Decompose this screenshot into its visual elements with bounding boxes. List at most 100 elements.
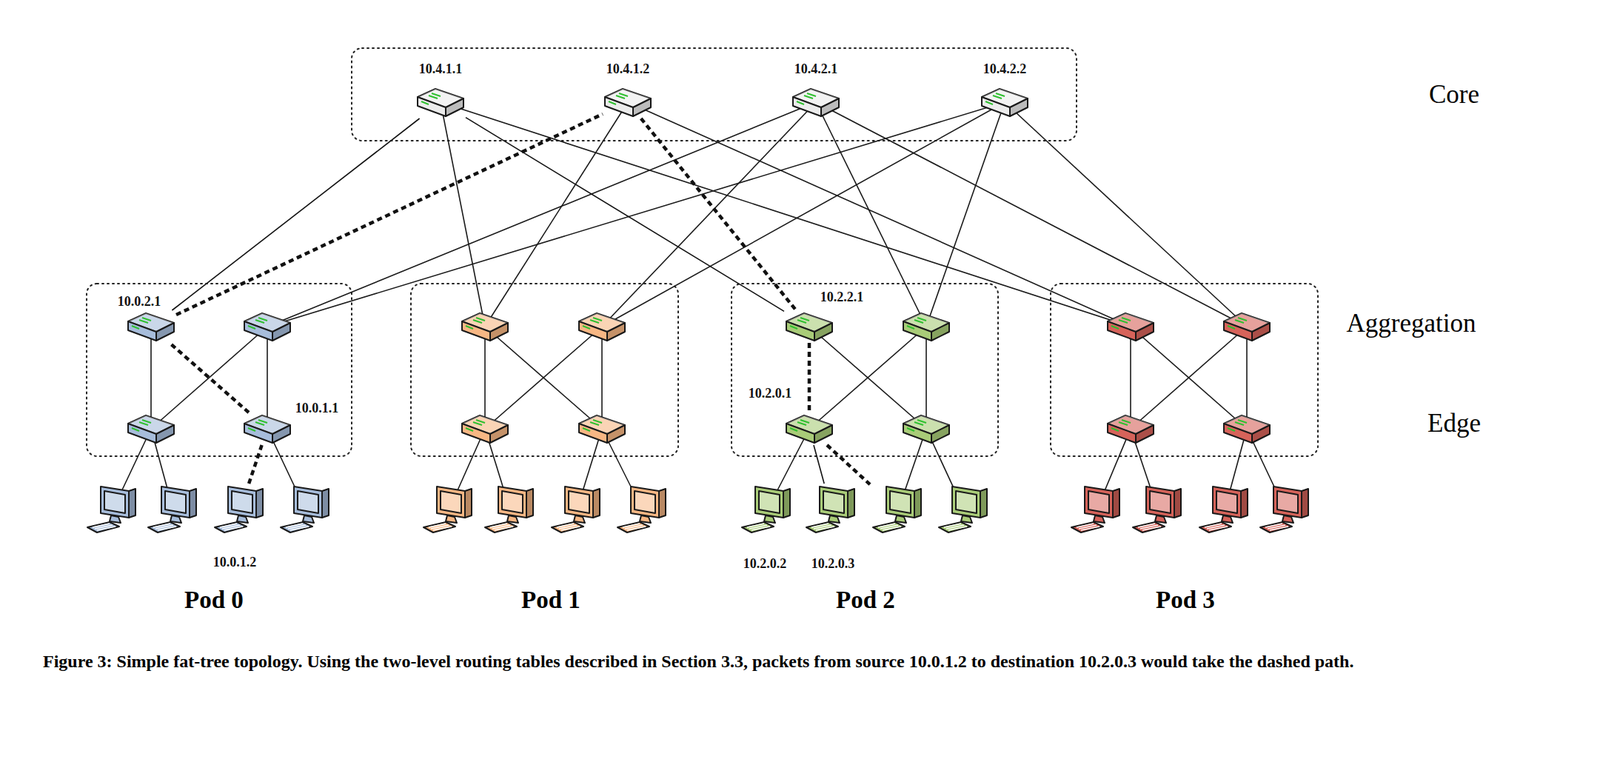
switch-icon <box>1105 412 1156 445</box>
ip-address-label: 10.0.2.1 <box>116 293 163 311</box>
switch-node: 10.4.2.2 <box>979 85 1030 119</box>
host-icon <box>614 483 671 537</box>
link-line <box>465 117 785 312</box>
switch-node: 10.2.2.1 <box>784 310 835 343</box>
host-node: 10.2.0.2 <box>803 483 860 537</box>
link-line <box>171 118 420 311</box>
link-line <box>813 444 825 484</box>
host-icon <box>84 483 141 537</box>
pod-box <box>86 283 352 457</box>
switch-icon <box>784 412 835 445</box>
switch-icon <box>242 310 293 343</box>
switch-node: 10.4.1.1 <box>415 85 466 119</box>
switch-icon <box>459 310 511 343</box>
link-line <box>925 326 927 429</box>
ip-address-label: 10.2.0.2 <box>741 556 789 573</box>
link-line <box>267 102 816 327</box>
host-node: 10.2.0.3 <box>869 483 927 537</box>
layer-label: Aggregation <box>1346 308 1477 339</box>
link-line <box>627 102 1131 327</box>
host-icon <box>548 483 605 537</box>
link-line <box>809 326 927 429</box>
pod-label: Pod 0 <box>184 586 244 614</box>
switch-icon <box>901 310 952 343</box>
pod-label: Pod 3 <box>1155 586 1215 614</box>
pod-label: Pod 1 <box>521 586 581 614</box>
switch-icon <box>576 412 628 445</box>
host-icon <box>738 483 796 537</box>
host-icon <box>211 483 269 537</box>
link-line <box>484 326 602 429</box>
host-icon <box>145 483 202 537</box>
host-node: 10.0.1.2 <box>211 483 269 537</box>
switch-icon <box>242 412 293 445</box>
host-icon <box>1196 483 1253 537</box>
host-icon <box>1068 483 1125 537</box>
link-line <box>484 326 486 429</box>
host-icon <box>1129 483 1187 537</box>
link-line <box>266 326 269 429</box>
link-line <box>815 102 1247 327</box>
switch-icon <box>1221 310 1273 343</box>
switch-icon <box>602 85 654 119</box>
switch-icon <box>125 310 177 343</box>
switch-icon <box>979 85 1030 119</box>
link-line <box>151 326 268 429</box>
host-icon <box>935 483 993 537</box>
link-line <box>1129 326 1132 429</box>
switch-icon <box>125 412 177 445</box>
core-group-box <box>351 48 1077 141</box>
link-line <box>440 102 1131 327</box>
switch-node: 10.4.1.2 <box>602 85 654 119</box>
host-icon <box>84 483 141 537</box>
pod-box <box>1050 283 1318 457</box>
host-icon <box>277 483 334 537</box>
switch-icon <box>242 310 293 343</box>
link-line <box>1130 326 1247 429</box>
switch-icon <box>1105 310 1156 343</box>
switch-icon <box>790 85 842 119</box>
host-icon <box>277 483 334 537</box>
switch-icon <box>1221 310 1273 343</box>
ip-address-label: 10.2.0.3 <box>809 556 857 573</box>
pod-box <box>410 283 679 457</box>
switch-icon <box>459 310 511 343</box>
switch-icon <box>459 412 511 445</box>
switch-icon <box>1105 310 1156 343</box>
host-icon <box>803 483 860 537</box>
link-line <box>484 326 602 429</box>
link-line <box>150 326 152 429</box>
host-icon <box>738 483 796 537</box>
host-icon <box>420 483 477 537</box>
pod-label: Pod 2 <box>835 586 896 614</box>
link-line <box>815 102 927 327</box>
ip-address-label: 10.4.2.2 <box>981 61 1029 78</box>
switch-icon <box>784 310 835 343</box>
ip-address-label: 10.4.1.1 <box>417 61 465 78</box>
route-path-link <box>248 444 262 484</box>
layer-label: Edge <box>1427 408 1481 439</box>
host-icon <box>1129 483 1187 537</box>
link-line <box>601 326 603 429</box>
host-icon <box>420 483 477 537</box>
route-path-link <box>176 114 603 315</box>
switch-icon <box>125 412 177 445</box>
ip-address-label: 10.0.1.1 <box>293 400 341 417</box>
host-icon <box>1257 483 1314 537</box>
switch-icon <box>576 412 628 445</box>
switch-icon <box>576 310 628 343</box>
switch-icon <box>1221 412 1273 445</box>
route-path-link <box>169 342 249 413</box>
switch-icon <box>576 310 628 343</box>
switch-node: 10.0.1.1 <box>242 412 293 445</box>
switch-icon <box>415 85 466 119</box>
switch-icon <box>901 412 952 445</box>
switch-node: 10.2.0.1 <box>784 412 835 445</box>
route-path-link <box>827 444 870 485</box>
host-icon <box>481 483 539 537</box>
link-line <box>1246 326 1248 429</box>
host-icon <box>935 483 993 537</box>
